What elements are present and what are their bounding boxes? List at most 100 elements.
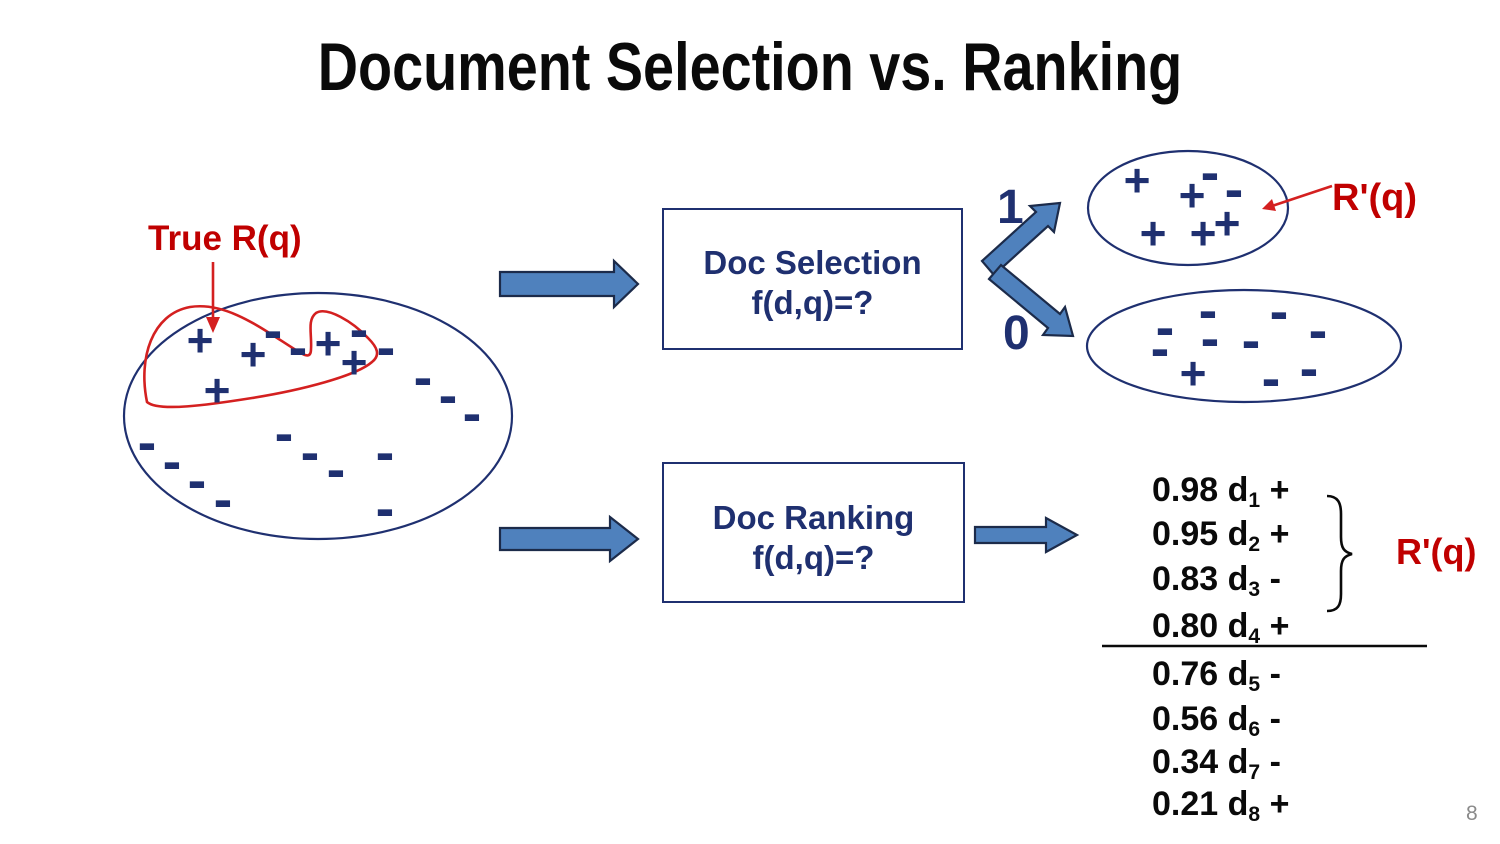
ranking-doc-rank: 3 [1248, 577, 1261, 601]
ranking-doc-id: d [1227, 785, 1249, 823]
selected-relevant-ellipse [1086, 149, 1290, 267]
minus-mark: - [438, 363, 458, 426]
ranking-score: 0.56 [1152, 700, 1228, 738]
doc-selection-title: Doc Selection [703, 244, 922, 281]
minus-mark: - [462, 381, 482, 444]
minus-mark: - [1155, 295, 1175, 358]
ranking-row-d3: 0.83 d3 - [1152, 560, 1281, 601]
plus-mark: + [1178, 169, 1206, 221]
arrow-branch-zero [987, 263, 1075, 338]
ranking-score: 0.34 [1152, 743, 1228, 781]
ranking-relevance-sign: + [1260, 471, 1290, 509]
plus-mark: + [1123, 154, 1151, 206]
ranking-score: 0.83 [1152, 560, 1228, 598]
minus-mark: - [288, 315, 308, 378]
ranking-doc-id: d [1227, 560, 1249, 598]
ranking-row-d6: 0.56 d6 - [1152, 700, 1281, 741]
ranking-score: 0.80 [1152, 607, 1228, 645]
ranked-set-label: R'(q) [1396, 531, 1477, 572]
ranking-score: 0.21 [1152, 785, 1228, 823]
minus-mark: - [213, 467, 233, 530]
branch-one-label: 1 [997, 181, 1024, 234]
ranking-score: 0.95 [1152, 515, 1228, 553]
plus-mark: + [340, 336, 368, 388]
minus-mark: - [1150, 316, 1170, 379]
doc-ranking-box: Doc Ranking f(d,q)=? [662, 462, 965, 603]
ranking-row-d7: 0.34 d7 - [1152, 743, 1281, 784]
plus-mark: + [1213, 197, 1241, 249]
ranking-row-d8: 0.21 d8 + [1152, 785, 1290, 826]
ranking-relevance-sign: - [1260, 655, 1281, 693]
minus-mark: - [263, 298, 283, 361]
minus-mark: - [1299, 336, 1319, 399]
minus-mark: - [326, 437, 346, 500]
arrow-branch-one [980, 201, 1062, 277]
ranking-relevance-sign: + [1260, 785, 1290, 823]
minus-mark: - [300, 420, 320, 483]
ranking-doc-id: d [1227, 515, 1249, 553]
arrow-to-doc-ranking [498, 514, 640, 564]
ranking-doc-id: d [1227, 471, 1249, 509]
ranking-score: 0.98 [1152, 471, 1228, 509]
minus-mark: - [137, 410, 157, 473]
selected-nonrelevant-ellipse [1085, 288, 1403, 404]
minus-mark: - [413, 345, 433, 408]
minus-mark: - [1200, 140, 1220, 203]
true-rq-arrowhead [206, 317, 220, 333]
ranking-relevance-sign: - [1260, 560, 1281, 598]
minus-mark: - [1261, 346, 1281, 409]
ranking-doc-rank: 4 [1248, 624, 1261, 648]
rq-top-arrow-line [1271, 184, 1333, 208]
ranking-row-d1: 0.98 d1 + [1152, 471, 1290, 512]
doc-selection-formula: f(d,q)=? [751, 284, 874, 321]
minus-mark: - [1308, 298, 1328, 361]
minus-mark: - [274, 401, 294, 464]
ranking-row-d2: 0.95 d2 + [1152, 515, 1290, 556]
ranking-doc-id: d [1227, 655, 1249, 693]
minus-mark: - [349, 297, 369, 360]
slide-title: Document Selection vs. Ranking [317, 29, 1183, 105]
ranking-doc-rank: 1 [1248, 488, 1261, 512]
minus-mark: - [1224, 157, 1244, 220]
plus-mark: + [1139, 207, 1167, 259]
ranking-doc-id: d [1227, 700, 1249, 738]
ranking-doc-id: d [1227, 743, 1249, 781]
ranking-doc-rank: 5 [1248, 672, 1261, 696]
page-number: 8 [1466, 802, 1478, 825]
ranking-row-d4: 0.80 d4 + [1152, 607, 1289, 648]
minus-mark: - [1241, 308, 1261, 371]
ranking-doc-rank: 8 [1248, 802, 1261, 826]
minus-mark: - [1269, 279, 1289, 342]
minus-mark: - [375, 476, 395, 539]
true-rq-label: True R(q) [148, 219, 302, 258]
minus-mark: - [1198, 278, 1218, 341]
plus-mark: + [314, 317, 342, 369]
ranking-relevance-sign: - [1260, 743, 1281, 781]
ranking-relevance-sign: - [1260, 700, 1281, 738]
minus-mark: - [375, 420, 395, 483]
minus-mark: - [162, 429, 182, 492]
ranked-set-brace [1326, 494, 1353, 613]
minus-mark: - [376, 315, 396, 378]
minus-mark: - [187, 448, 207, 511]
ranking-doc-rank: 7 [1248, 760, 1261, 784]
ranking-relevance-sign: + [1260, 515, 1290, 553]
doc-selection-box: Doc Selection f(d,q)=? [662, 208, 963, 350]
corpus-ellipse [122, 291, 514, 541]
ranking-doc-id: d [1227, 607, 1249, 645]
selected-set-label: R'(q) [1332, 177, 1417, 219]
ranking-score: 0.76 [1152, 655, 1228, 693]
plus-mark: + [1189, 207, 1217, 259]
plus-mark: + [203, 364, 231, 416]
plus-mark: + [239, 328, 267, 380]
ranking-doc-rank: 2 [1248, 532, 1261, 556]
arrow-to-ranked-list [973, 516, 1080, 554]
true-rq-lasso-outline [143, 304, 379, 409]
branch-zero-label: 0 [1003, 307, 1030, 360]
plus-mark: + [186, 314, 214, 366]
arrow-to-doc-selection [498, 258, 640, 310]
plus-mark: + [1179, 347, 1207, 399]
minus-mark: - [1200, 306, 1220, 369]
